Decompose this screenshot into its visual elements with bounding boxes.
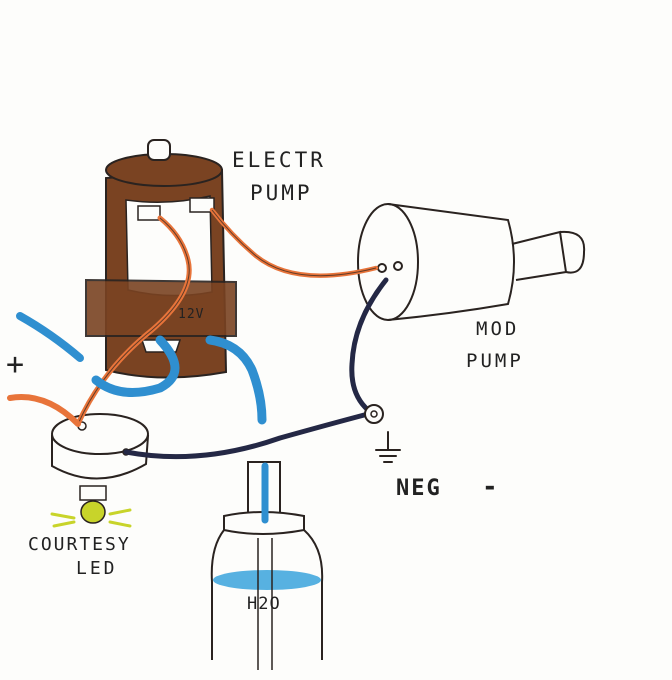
led-glow — [50, 508, 132, 528]
wire-dark-mod-to-ground — [349, 277, 389, 413]
mod-pump-terminal-b — [393, 261, 403, 271]
electric-pump-terminal-right — [189, 197, 215, 213]
mod-pump-front — [357, 203, 419, 321]
label-mod: MOD — [476, 318, 520, 340]
water-level — [213, 570, 321, 590]
label-electr: ELECTR — [232, 148, 326, 172]
electric-pump-base — [85, 278, 237, 337]
hose-blue-left-top — [16, 312, 84, 362]
label-water: H2O — [247, 594, 281, 614]
ground-ring-hole — [370, 410, 378, 418]
junction-disc-top — [51, 413, 149, 455]
hose-blue-loop — [91, 335, 180, 397]
label-electr-pump: PUMP — [250, 181, 313, 205]
wire-orange-pump-to-mod — [209, 207, 379, 278]
courtesy-led — [50, 485, 132, 528]
ground-symbol-icon — [375, 431, 401, 463]
ground-ring-terminal — [364, 404, 384, 424]
mod-pump — [357, 203, 586, 321]
label-voltage: 12V — [178, 307, 205, 322]
label-courtesy: COURTESY — [28, 534, 131, 555]
water-bottle — [210, 461, 324, 670]
label-minus: - — [482, 472, 498, 502]
electric-pump-terminal-left — [137, 205, 161, 221]
bottle-body — [210, 529, 324, 660]
mod-pump-tip — [559, 230, 586, 274]
wire-orange-positive — [7, 394, 81, 427]
label-mod-pump: PUMP — [466, 350, 524, 372]
label-led: LED — [76, 558, 118, 579]
junction-disc — [51, 413, 150, 480]
wire-orange-pump-to-mod-outline — [211, 209, 377, 277]
label-neg: NEG — [396, 476, 442, 501]
label-plus: + — [6, 347, 25, 382]
led-base — [79, 485, 107, 501]
bottle-tube-lower — [257, 538, 273, 670]
hose-blue-right — [205, 335, 267, 425]
led-bulb — [80, 500, 106, 524]
mod-pump-shaft — [511, 230, 568, 281]
mod-pump-body — [387, 203, 515, 321]
wire-dark-disc-to-ground — [123, 411, 371, 460]
electric-pump-outlet — [147, 139, 171, 161]
